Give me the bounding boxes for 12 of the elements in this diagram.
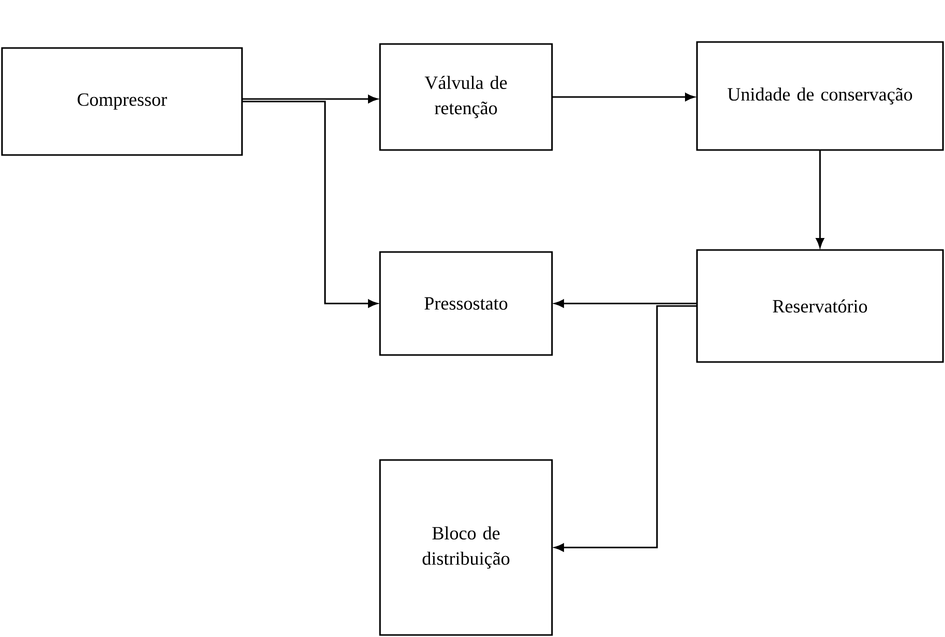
arrow <box>554 299 697 308</box>
process-box: Unidade de conservação <box>696 41 944 151</box>
arrow <box>816 150 824 248</box>
arrow <box>242 100 378 308</box>
process-box: Compressor <box>1 47 243 156</box>
arrow <box>242 94 378 104</box>
process-box: Válvula de retenção <box>379 43 553 151</box>
arrow <box>554 305 697 552</box>
process-box: Bloco de distribuição <box>379 459 553 636</box>
process-box: Reservatório <box>696 249 944 363</box>
arrow <box>552 92 695 102</box>
process-box: Pressostato <box>379 251 553 356</box>
